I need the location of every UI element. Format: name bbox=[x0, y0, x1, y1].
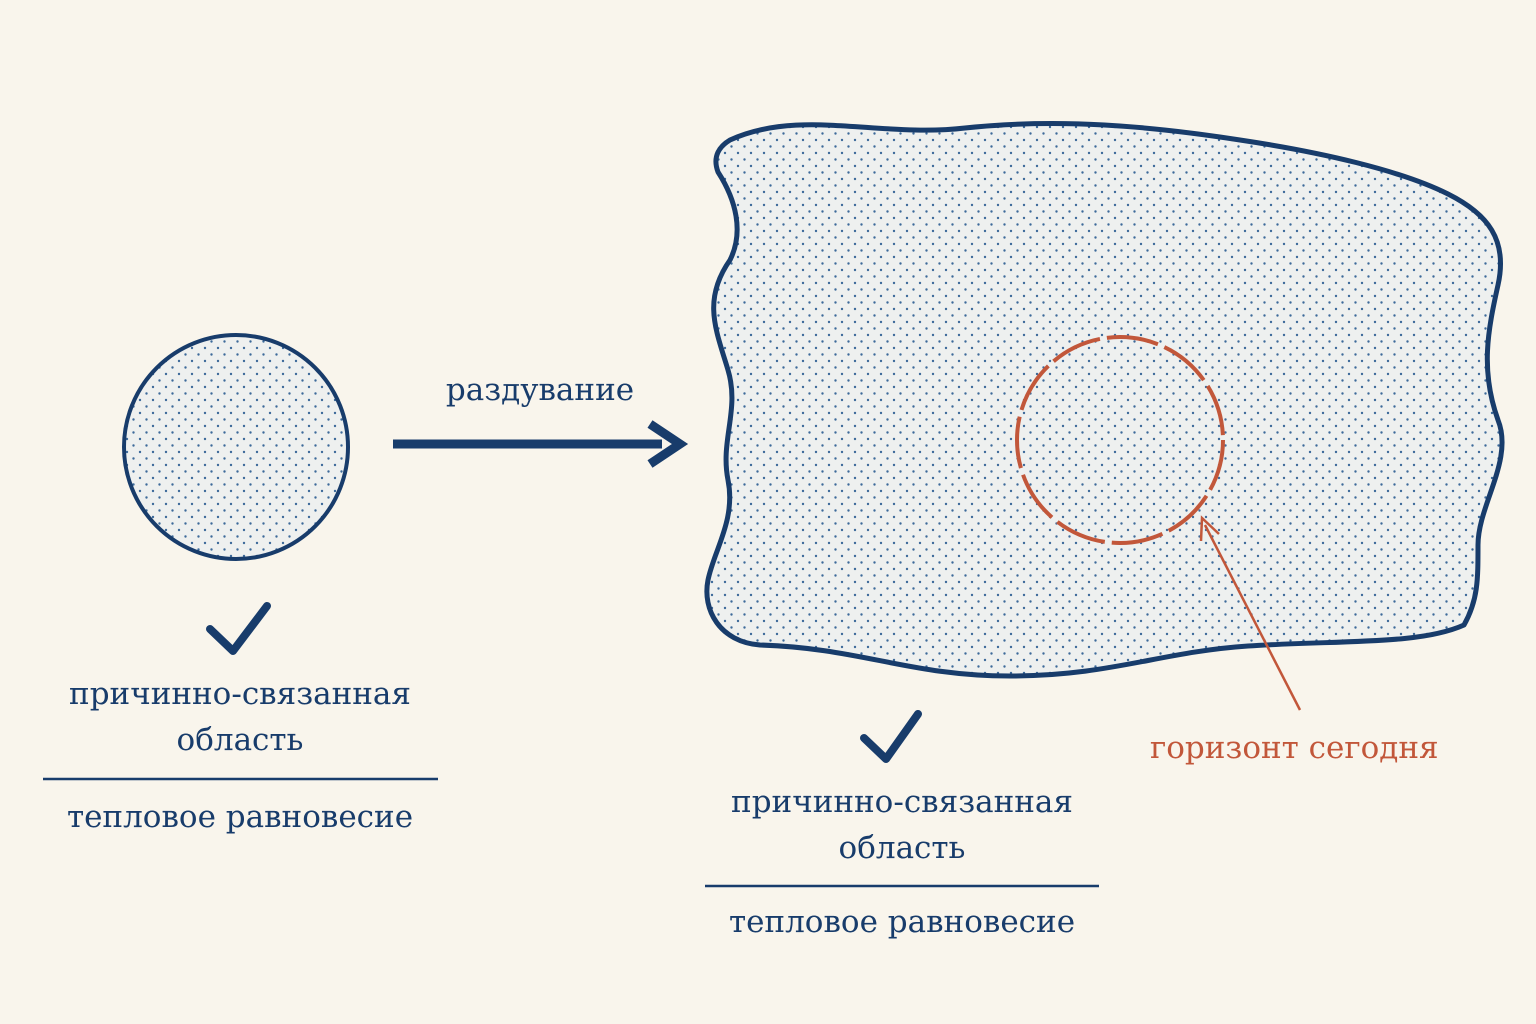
horizon-circle bbox=[1015, 335, 1225, 545]
right-caption-below: тепловое равновесие bbox=[728, 904, 1076, 940]
left-caption-line2: область bbox=[176, 722, 304, 758]
left-caption-line1: причинно-связанная bbox=[69, 676, 411, 712]
right-caption-line1: причинно-связанная bbox=[731, 784, 1073, 820]
right-caption-line2: область bbox=[838, 830, 966, 866]
inflated-region-blob bbox=[704, 121, 1505, 679]
checkmark-icon bbox=[206, 602, 271, 655]
inflation-arrow-head bbox=[647, 420, 689, 468]
horizon-pointer-line bbox=[1203, 524, 1302, 711]
horizon-pointer-head bbox=[1199, 515, 1220, 542]
small-region-circle bbox=[122, 333, 350, 561]
inflation-label: раздувание bbox=[445, 372, 635, 408]
left-caption-below: тепловое равновесие bbox=[66, 799, 414, 835]
checkmark-icon bbox=[860, 710, 922, 763]
horizon-label: горизонт сегодня bbox=[1150, 730, 1439, 766]
